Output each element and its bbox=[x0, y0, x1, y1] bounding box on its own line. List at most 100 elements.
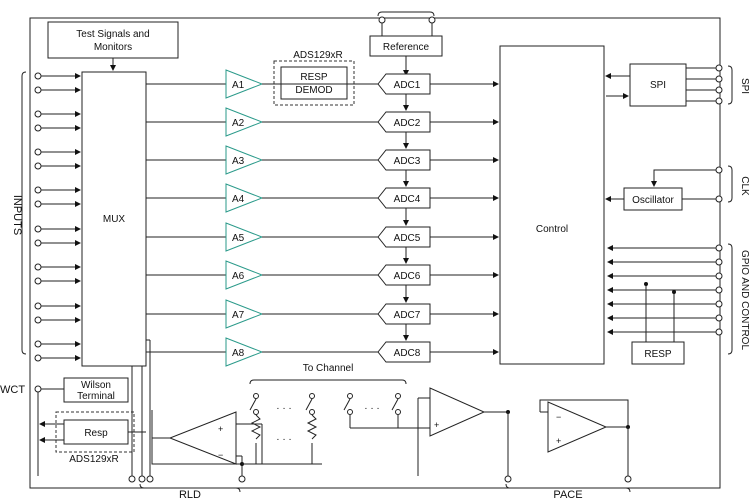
to-channel-bracket bbox=[249, 379, 407, 385]
gpio-line-5 bbox=[607, 300, 723, 308]
gpio-line-4 bbox=[607, 286, 723, 294]
resp-demod-block bbox=[280, 66, 348, 100]
amplifier-3 bbox=[225, 145, 264, 175]
amplifier-label: A5 bbox=[232, 233, 245, 244]
ads-top-dashed bbox=[273, 60, 355, 106]
channel-6: A6 ADC6 bbox=[146, 260, 499, 303]
amplifier-label: A7 bbox=[232, 310, 245, 321]
gpio-line-3 bbox=[607, 272, 723, 280]
adc-label: ADC1 bbox=[394, 80, 421, 91]
ads-top-label: ADS129xR bbox=[293, 50, 342, 61]
resp-left-label: Resp bbox=[84, 428, 108, 439]
input-pin bbox=[34, 110, 81, 118]
clk-pin-2 bbox=[715, 195, 723, 203]
amplifier-4 bbox=[225, 183, 264, 213]
pace-amplifier-2 bbox=[547, 401, 608, 453]
mux-block bbox=[81, 71, 147, 367]
control-block bbox=[499, 45, 605, 365]
rld-label: RLD bbox=[179, 489, 201, 500]
wilson-terminal-block bbox=[63, 377, 129, 403]
amplifier-6 bbox=[225, 260, 264, 290]
bottom-pins bbox=[128, 475, 632, 483]
resp-right-block bbox=[631, 341, 685, 365]
svg-text:−: − bbox=[556, 412, 561, 422]
amplifier-label: A1 bbox=[232, 80, 245, 91]
channel-2: A2 ADC2 bbox=[146, 107, 499, 149]
wct-pin bbox=[34, 385, 42, 393]
input-pin bbox=[34, 316, 81, 324]
resp-left-block bbox=[63, 419, 129, 445]
test-signals-block bbox=[47, 21, 179, 59]
amplifier-label: A2 bbox=[232, 118, 245, 129]
control-label: Control bbox=[536, 224, 568, 235]
channel-3: A3 ADC3 bbox=[146, 145, 499, 187]
ref-pin-1 bbox=[378, 16, 386, 24]
pace-amplifier-1 bbox=[429, 387, 486, 437]
input-pin bbox=[34, 302, 81, 310]
ads-bottom-label: ADS129xR bbox=[69, 454, 118, 465]
svg-text:−: − bbox=[218, 450, 223, 460]
wct-label: WCT bbox=[0, 384, 25, 396]
amplifier-8 bbox=[225, 337, 264, 367]
pace-label: PACE bbox=[553, 489, 582, 500]
mux-label: MUX bbox=[103, 214, 126, 225]
amplifier-7 bbox=[225, 299, 264, 329]
ref-pin-2 bbox=[428, 16, 436, 24]
input-pin bbox=[34, 225, 81, 233]
clk-side-label: CLK bbox=[739, 176, 750, 196]
clk-pin-1 bbox=[715, 166, 723, 174]
amplifier-label: A8 bbox=[232, 348, 245, 359]
inputs-bracket bbox=[21, 71, 27, 355]
to-channel-label: To Channel bbox=[303, 363, 354, 374]
input-pin bbox=[34, 186, 81, 194]
ref-bracket bbox=[377, 11, 435, 17]
spi-side-label: SPI bbox=[739, 78, 750, 94]
input-pin bbox=[34, 86, 81, 94]
amplifier-label: A6 bbox=[232, 271, 245, 282]
svg-text:+: + bbox=[218, 424, 223, 434]
chip-outline bbox=[29, 17, 721, 489]
input-pins bbox=[34, 72, 81, 362]
amplifier-5 bbox=[225, 222, 264, 252]
gpio-line-7 bbox=[607, 328, 723, 336]
adc-label: ADC2 bbox=[394, 118, 421, 129]
switch-ellipsis-1: · · · bbox=[276, 403, 292, 414]
gpio-line-1 bbox=[607, 244, 723, 252]
switch-ellipsis-2: · · · bbox=[276, 434, 292, 445]
adc-label: ADC6 bbox=[394, 271, 421, 282]
input-pin bbox=[34, 263, 81, 271]
svg-text:+: + bbox=[556, 436, 561, 446]
gpio-side-label: GPIO AND CONTROL bbox=[739, 250, 750, 350]
switch-ellipsis-3: · · · bbox=[364, 403, 380, 414]
amplifier-1 bbox=[225, 69, 264, 99]
gpio-line-6 bbox=[607, 314, 723, 322]
gpio-lines bbox=[607, 244, 723, 336]
adc-label: ADC7 bbox=[394, 310, 421, 321]
spi-block bbox=[629, 63, 687, 107]
svg-text:+: + bbox=[434, 420, 439, 430]
input-pin bbox=[34, 148, 81, 156]
channel-4: A4 ADC4 bbox=[146, 183, 499, 226]
gpio-line-2 bbox=[607, 258, 723, 266]
resp-right-label: RESP bbox=[644, 349, 672, 360]
inputs-label: INPUTS bbox=[11, 195, 23, 235]
adc-label: ADC8 bbox=[394, 348, 421, 359]
reference-label: Reference bbox=[383, 42, 430, 53]
input-pin bbox=[34, 239, 81, 247]
spi-block-label: SPI bbox=[650, 80, 666, 91]
amplifier-label: A4 bbox=[232, 194, 245, 205]
adc-label: ADC3 bbox=[394, 156, 421, 167]
input-pin bbox=[34, 200, 81, 208]
rld-amplifier bbox=[168, 411, 237, 465]
amplifier-label: A3 bbox=[232, 156, 245, 167]
channel-7: A7 ADC7 bbox=[146, 299, 499, 341]
adc-label: ADC4 bbox=[394, 194, 421, 205]
spi-pins bbox=[686, 64, 723, 105]
input-pin bbox=[34, 340, 81, 348]
input-pin bbox=[34, 72, 81, 80]
